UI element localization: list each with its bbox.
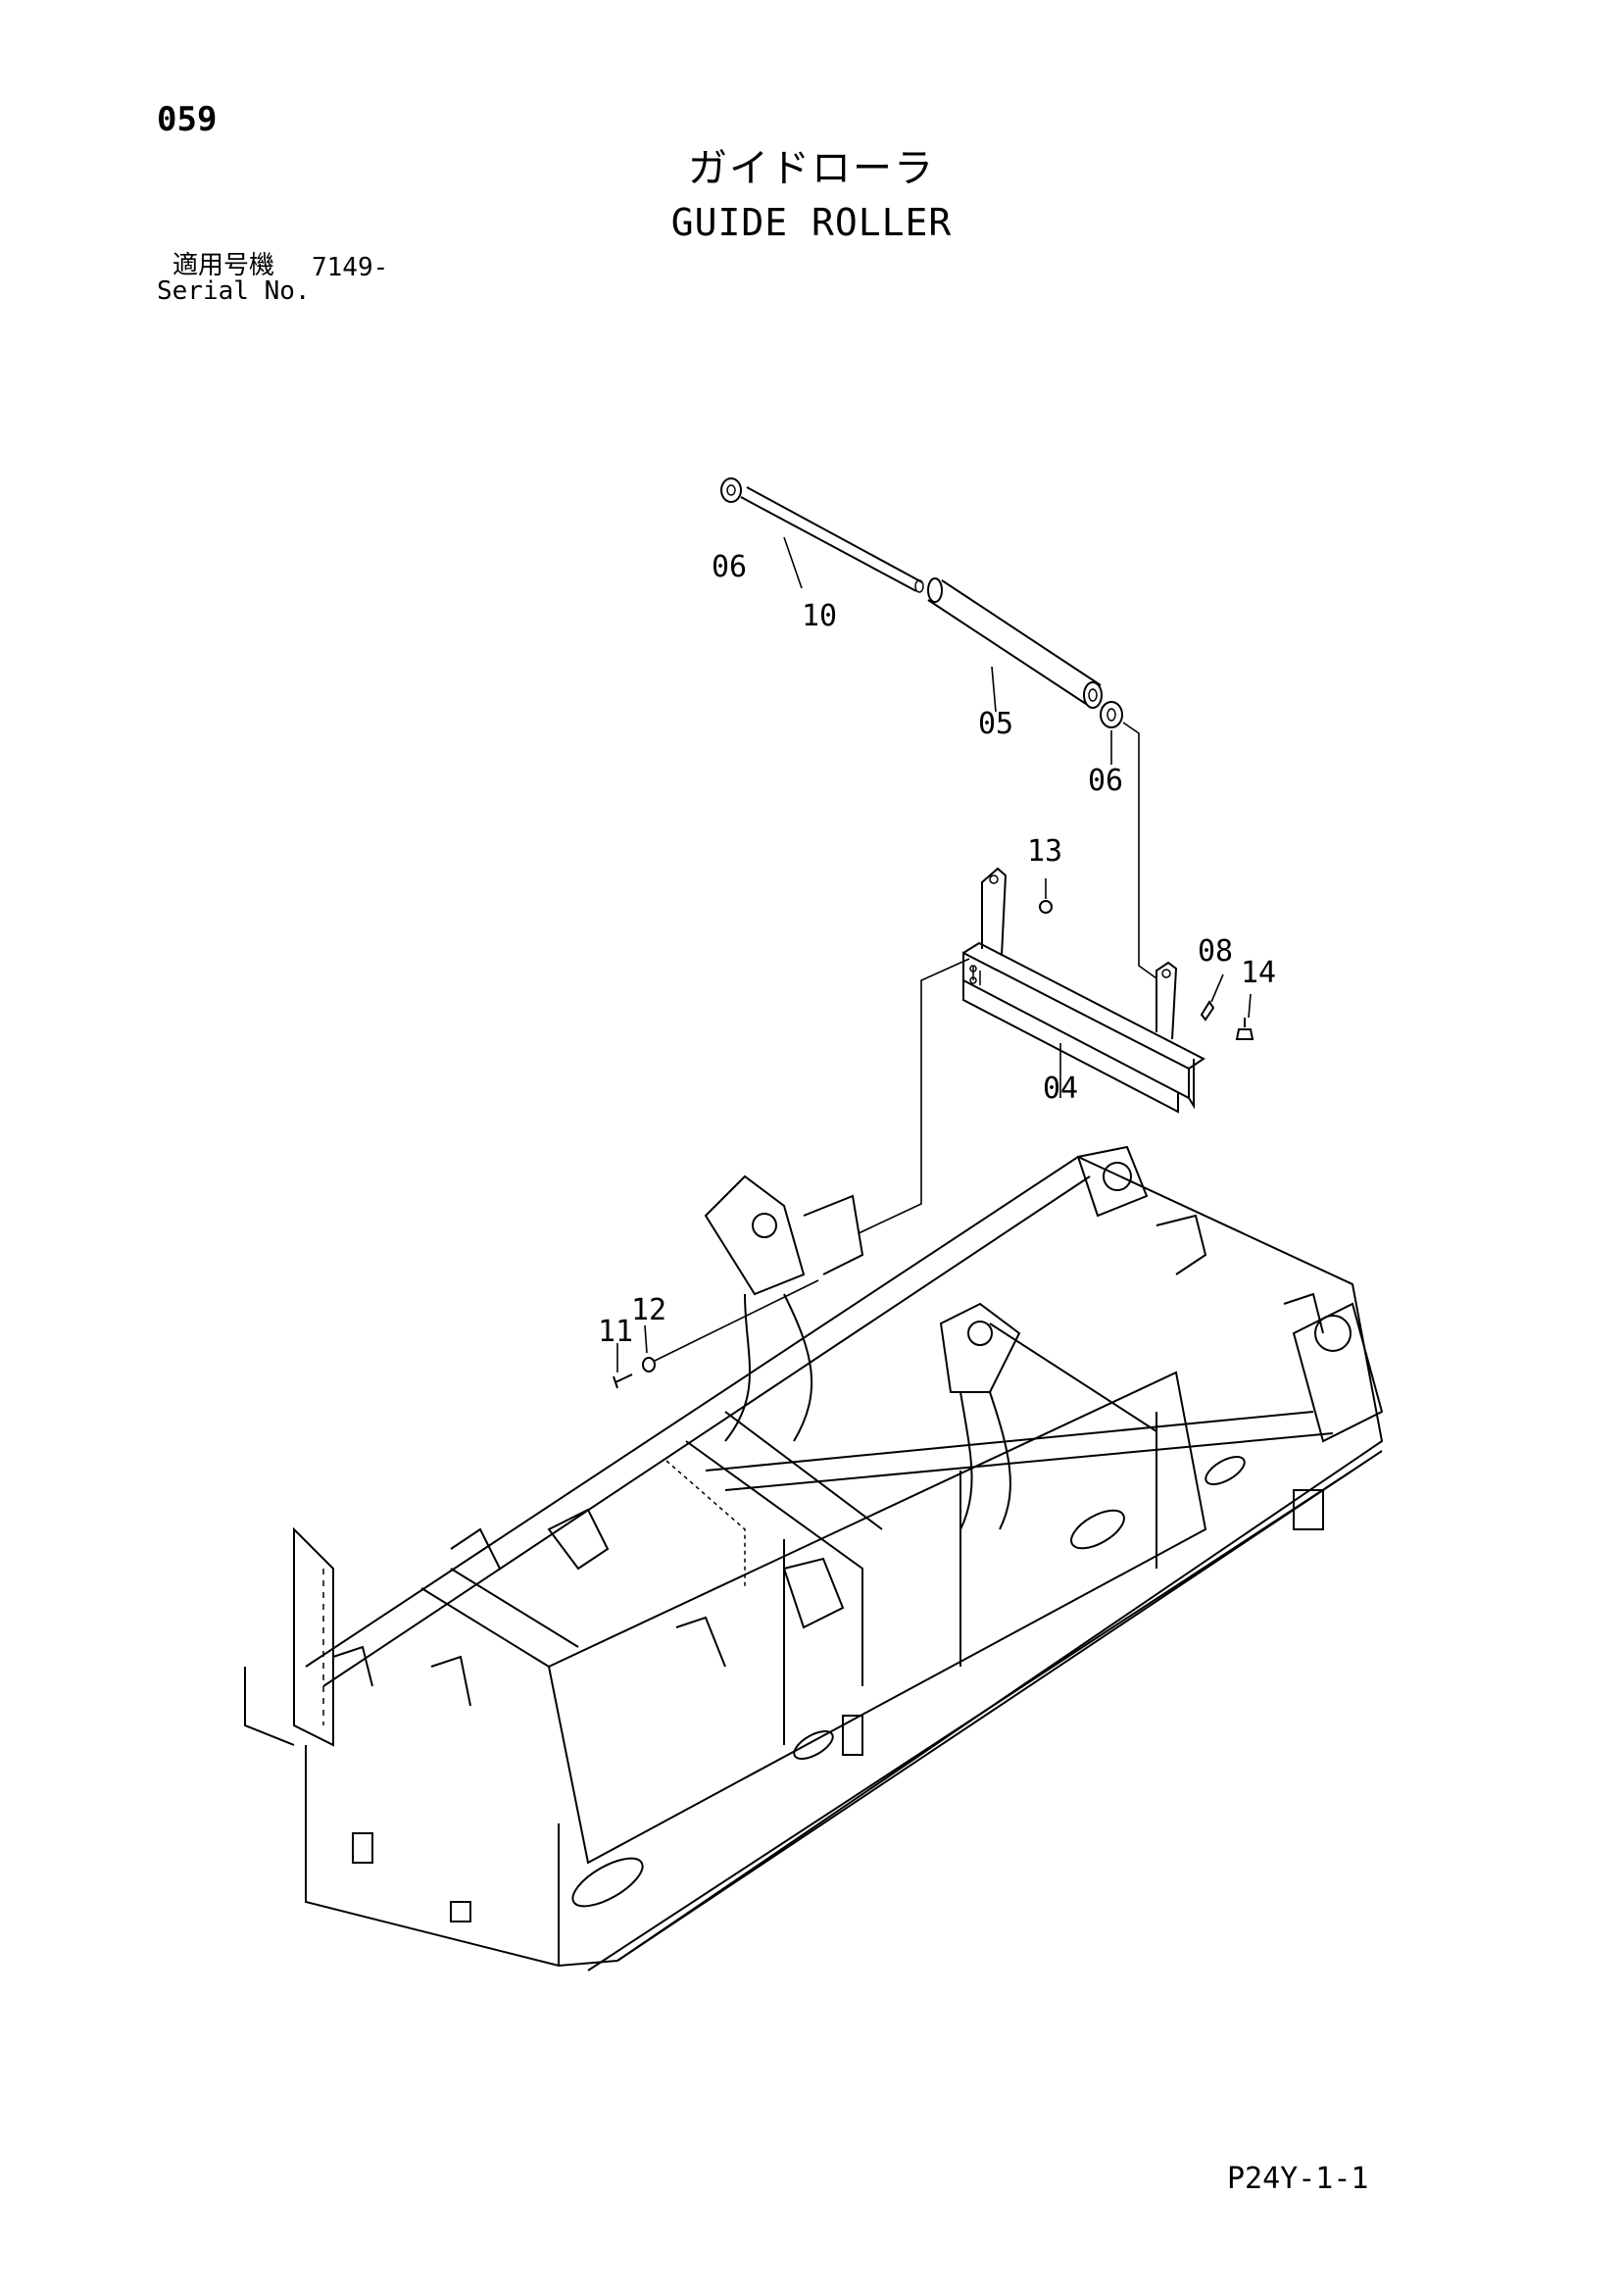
page-title-japanese: ガイドローラ — [688, 146, 935, 191]
callout-11: 11 — [598, 1315, 633, 1349]
roller-assembly — [720, 477, 1157, 979]
callout-05: 05 — [978, 707, 1013, 741]
page-title: GUIDE ROLLER — [670, 201, 953, 244]
serial-label: Serial No. — [157, 276, 311, 306]
bolt-part-11 — [613, 1373, 633, 1389]
bolt-part-13 — [1039, 900, 1053, 914]
callout-13: 13 — [1027, 834, 1062, 869]
washer-part-06-right — [1100, 701, 1123, 728]
callout-08: 08 — [1198, 934, 1233, 969]
track-frame — [244, 1145, 1384, 1972]
serial-label-japanese: 適用号機 — [172, 251, 275, 280]
callout-10: 10 — [802, 599, 837, 633]
mounting-leader-line — [858, 958, 970, 1234]
shaft-part-10 — [740, 486, 923, 592]
callout-14: 14 — [1241, 956, 1276, 990]
washer-part-06 — [720, 477, 742, 503]
page-code: P24Y-1-1 — [1227, 2162, 1369, 2196]
pin-part-08 — [1200, 1000, 1215, 1022]
callout-06-right: 06 — [1088, 764, 1123, 798]
page-number: 059 — [157, 100, 218, 139]
callout-12: 12 — [631, 1293, 666, 1327]
roller-part-05 — [927, 579, 1102, 705]
nut-part-14 — [1235, 1018, 1254, 1040]
washer-part-12 — [642, 1357, 656, 1373]
callout-06-top: 06 — [712, 550, 747, 584]
bracket-part-04 — [962, 867, 1205, 1114]
callout-04: 04 — [1043, 1072, 1078, 1106]
serial-number-value: 7149- — [312, 253, 389, 282]
